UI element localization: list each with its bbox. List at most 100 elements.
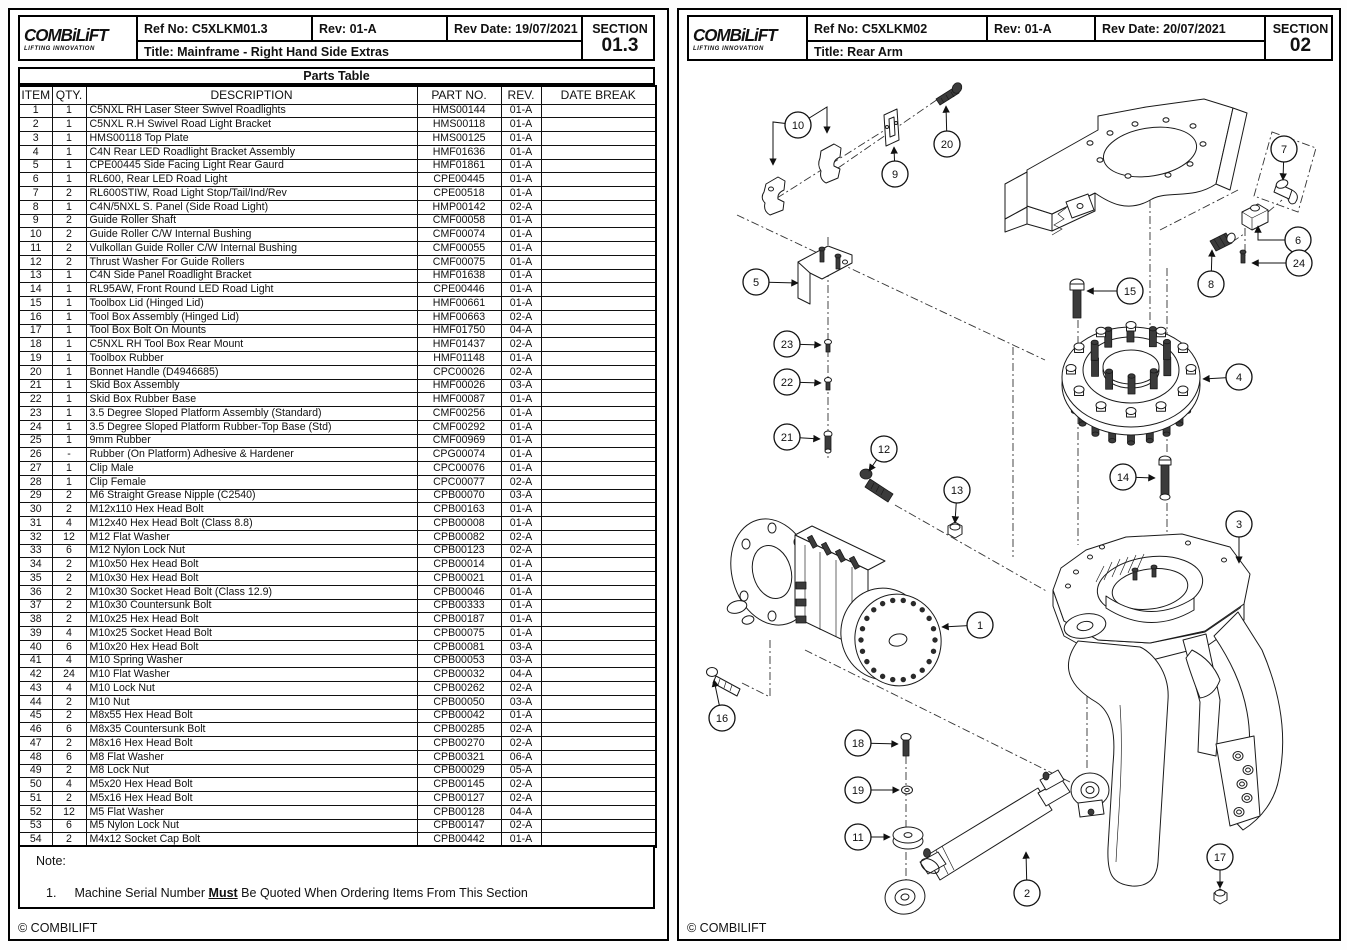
table-cell: 16 <box>18 309 53 325</box>
table-cell: M10x30 Hex Head Bolt <box>85 571 418 586</box>
disc-dot <box>926 658 932 665</box>
table-cell: 9mm Rubber <box>85 433 418 449</box>
table-cell: 03-A <box>500 639 542 655</box>
table-cell: 2 <box>18 117 53 132</box>
table-cell: CPB00042 <box>416 708 502 724</box>
roadlight-bracket <box>797 245 853 305</box>
callout-balloon-20 <box>933 130 961 158</box>
table-cell: 49 <box>18 763 53 779</box>
table-cell <box>540 639 657 655</box>
table-cell: HMS00144 <box>416 103 502 119</box>
table-cell <box>540 584 657 600</box>
table-cell: 3.5 Degree Sloped Platform Assembly (Sta… <box>85 406 418 421</box>
callout-number: 12 <box>878 444 890 456</box>
disc-dot <box>900 676 906 683</box>
disc-dot <box>930 626 937 632</box>
disc-dot <box>932 637 938 643</box>
table-cell: CPE00446 <box>416 282 502 297</box>
table-cell: 02-A <box>500 736 542 751</box>
table-cell <box>540 323 657 339</box>
table-cell: 01-A <box>500 103 542 119</box>
flange-bolt-head <box>1155 326 1167 335</box>
table-cell: HMF01636 <box>416 144 502 160</box>
table-cell: 2 <box>51 612 87 627</box>
table-cell: 04-A <box>500 667 542 682</box>
page-title: Title: Rear Arm <box>808 40 1266 61</box>
callout-number: 16 <box>716 713 728 725</box>
flange-bolt-head <box>1177 385 1189 394</box>
flange-stud-cap <box>1148 326 1157 332</box>
table-cell: CPB00128 <box>416 804 502 820</box>
table-cell: 1 <box>18 103 53 119</box>
table-cell <box>540 694 657 710</box>
page-title: Title: Mainframe - Right Hand Side Extra… <box>138 40 583 61</box>
table-cell: 01-A <box>500 612 542 627</box>
page-parts-list: COMBiLiFT LIFTING INNOVATION Ref No: C5X… <box>8 8 669 941</box>
table-cell <box>540 268 657 284</box>
flange-understud-cap <box>1091 431 1100 437</box>
callout-balloon-18 <box>844 729 872 757</box>
table-cell: 2 <box>51 571 87 586</box>
table-cell <box>540 736 657 751</box>
table-cell: 01-A <box>500 186 542 201</box>
column-header: REV. <box>500 85 542 105</box>
callout-number: 7 <box>1281 144 1287 156</box>
callout-balloon-3 <box>1225 510 1253 538</box>
table-cell: 13 <box>18 268 53 284</box>
table-cell: 02-A <box>500 364 542 380</box>
table-cell: 6 <box>51 818 87 834</box>
table-cell: CPB00163 <box>416 502 502 517</box>
table-cell: 50 <box>18 777 53 792</box>
table-cell: CPB00008 <box>416 516 502 531</box>
flange-stud-cap <box>1149 368 1158 374</box>
callout-balloon-9 <box>881 160 909 188</box>
table-cell: 35 <box>18 571 53 586</box>
table-cell: 33 <box>18 543 53 559</box>
flange-stud <box>1105 370 1114 390</box>
flange-understud-cap <box>1162 431 1171 437</box>
callout-number: 1 <box>977 620 983 632</box>
table-cell: CPB00014 <box>416 557 502 572</box>
table-cell: 01-A <box>500 144 542 160</box>
rev-date: Rev Date: 19/07/2021 <box>448 17 583 40</box>
table-cell: 2 <box>51 186 87 201</box>
section-box: SECTION 02 <box>1266 17 1335 61</box>
flange-bolt-head <box>1155 401 1167 410</box>
table-cell: 36 <box>18 584 53 600</box>
table-cell: CPB00147 <box>416 818 502 834</box>
callout-balloon-16 <box>708 704 736 732</box>
table-cell: 2 <box>51 213 87 229</box>
callout-balloon-8 <box>1197 270 1225 298</box>
flange-understud-cap <box>1127 440 1135 446</box>
table-cell: HMF01861 <box>416 158 502 174</box>
table-cell: 01-A <box>500 296 542 311</box>
table-cell: CPB00029 <box>416 763 502 779</box>
table-cell: HMF01437 <box>416 337 502 352</box>
table-cell: 12 <box>51 529 87 545</box>
table-cell: 30 <box>18 502 53 517</box>
callout-balloon-17 <box>1206 843 1234 871</box>
table-cell: 02-A <box>500 474 542 490</box>
copyright-left: © COMBILIFT <box>18 921 98 935</box>
table-cell: HMF00087 <box>416 392 502 407</box>
table-cell: 1 <box>51 103 87 119</box>
table-cell: 02-A <box>500 722 542 737</box>
table-cell: 01-A <box>500 502 542 517</box>
table-cell <box>540 351 657 366</box>
table-cell: 01-A <box>500 419 542 435</box>
table-cell: HMF01148 <box>416 351 502 366</box>
flange-stud <box>1091 357 1099 377</box>
